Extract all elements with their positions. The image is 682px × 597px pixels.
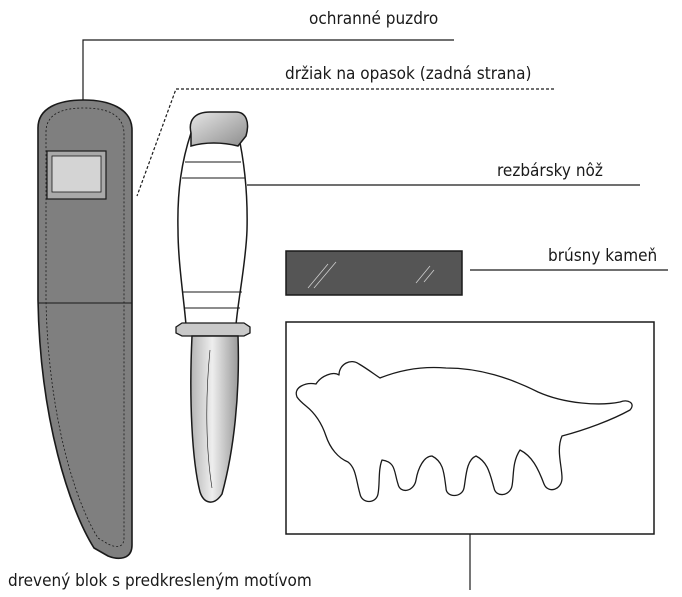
- sheath-label-window: [52, 156, 101, 192]
- label-whetstone: brúsny kameň: [548, 246, 657, 266]
- whetstone-body: [286, 251, 462, 295]
- label-knife: rezbársky nôž: [497, 161, 603, 181]
- label-belt-holder: držiak na opasok (zadná strana): [285, 64, 531, 84]
- carving-knife: [176, 112, 250, 502]
- knife-pommel-cap: [190, 112, 247, 146]
- wooden-block-outline: [286, 322, 654, 534]
- whetstone: [286, 251, 462, 295]
- wooden-block: [286, 322, 654, 534]
- label-sheath: ochranné puzdro: [309, 9, 438, 29]
- label-wooden-block: drevený blok s predkresleným motívom: [8, 571, 312, 591]
- knife-guard: [176, 323, 250, 336]
- knife-blade: [191, 336, 239, 502]
- sheath: [38, 100, 132, 558]
